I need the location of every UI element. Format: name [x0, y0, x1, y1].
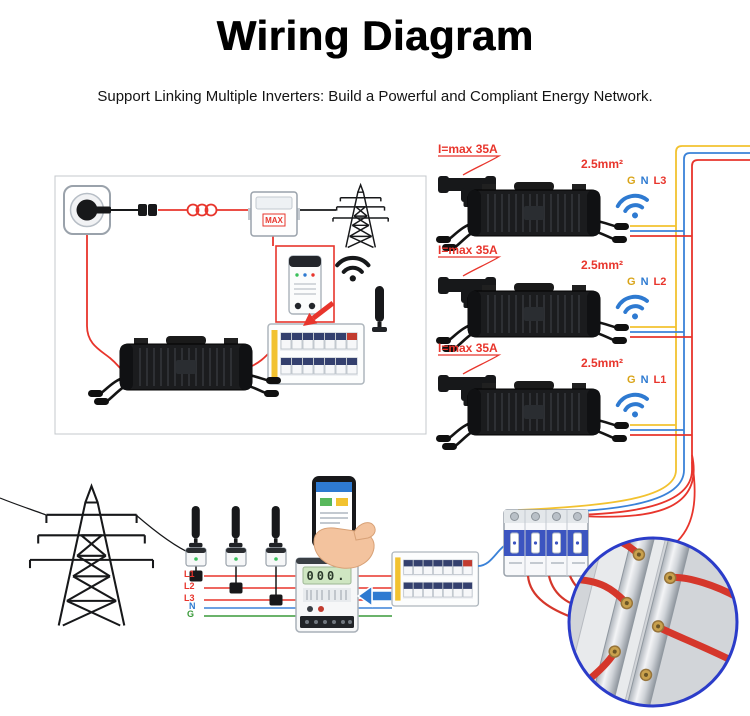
wall-outlet-icon	[63, 185, 111, 235]
inverter-unit-l2	[434, 256, 692, 354]
current-limit-label: I=max 35A	[438, 341, 498, 355]
meter-display: 000.	[306, 569, 348, 583]
feed-line-label-g: G	[187, 609, 195, 619]
gateway-box	[265, 547, 287, 567]
antenna-icon	[189, 506, 203, 548]
cable-spec-label: 2.5mm²	[581, 258, 624, 272]
home-wiring	[86, 203, 336, 371]
grid-meter-brand-label: MAX	[265, 216, 283, 225]
service-feed-wires	[195, 566, 392, 617]
smartphone-in-hand	[312, 476, 376, 569]
phase-labels: G N L1	[627, 375, 666, 386]
inverter-unit-l1	[434, 354, 692, 452]
tap-box	[229, 582, 243, 594]
phase-neutral-label: N	[640, 175, 649, 187]
phase-line-label: L1	[653, 374, 667, 386]
grid-meter	[248, 191, 300, 237]
phase-labels: G N L3	[627, 176, 666, 187]
wifi-icon	[614, 191, 653, 224]
phase-neutral-label: N	[640, 276, 649, 288]
current-limit-label: I=max 35A	[438, 243, 498, 257]
grid-connection	[0, 485, 193, 627]
phase-neutral-label: N	[640, 374, 649, 386]
phase-ground-label: G	[627, 374, 636, 386]
inverter-unit-l3	[434, 155, 692, 253]
feed-line-label-n: N	[189, 601, 196, 611]
phase-ground-label: G	[627, 276, 636, 288]
phase-labels: G N L2	[627, 277, 666, 288]
wifi-icon	[614, 292, 653, 325]
tap-box	[189, 570, 203, 582]
cable-spec-label: 2.5mm²	[581, 356, 624, 370]
tap-box	[269, 594, 283, 606]
distribution-box	[391, 551, 480, 607]
red-arrow-icon	[303, 301, 335, 326]
cable-spec-label: 2.5mm²	[581, 157, 624, 171]
page-title: Wiring Diagram	[216, 12, 534, 59]
transmission-tower-icon	[28, 485, 155, 627]
cable-connector	[138, 204, 147, 216]
circuit-breaker-4p	[503, 509, 589, 577]
phase-line-label: L2	[653, 276, 667, 288]
antenna-icon	[269, 506, 283, 548]
phase-line-label: L3	[653, 175, 667, 187]
blue-arrow-icon	[356, 584, 393, 608]
feed-line-label-l1: L1	[184, 569, 195, 579]
phase-ground-label: G	[627, 175, 636, 187]
feed-line-label-l2: L2	[184, 581, 195, 591]
gateway-box	[185, 547, 207, 567]
phase-bus-wires	[517, 145, 750, 553]
wifi-icon	[614, 390, 653, 423]
home-energy-meter	[295, 557, 359, 633]
home-system-diagram	[54, 175, 427, 435]
gateway-box	[225, 547, 247, 567]
cable-connector	[148, 204, 157, 216]
current-limit-label: I=max 35A	[438, 142, 498, 156]
feed-line-label-l3: L3	[184, 593, 195, 603]
page-subtitle: Support Linking Multiple Inverters: Buil…	[97, 88, 653, 105]
antenna-icon	[229, 506, 243, 548]
distribution-box	[267, 323, 365, 385]
